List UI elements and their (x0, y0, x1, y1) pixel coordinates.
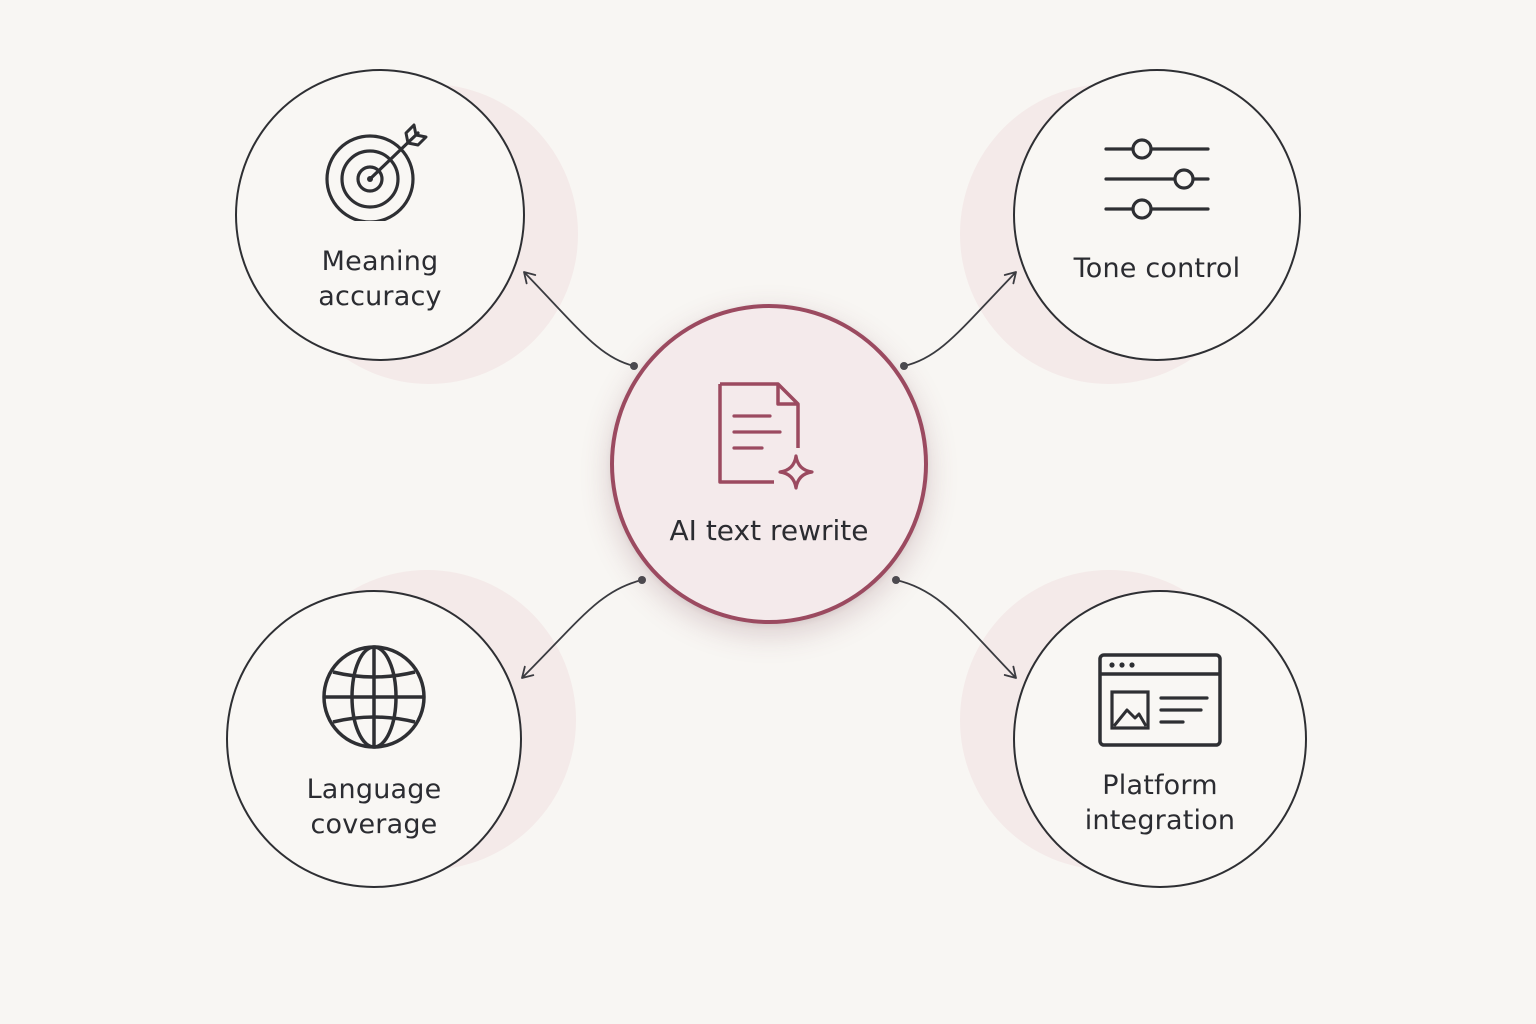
connector-dot-meaning (630, 362, 638, 370)
label-line-2: integration (1084, 805, 1236, 836)
globe-icon (322, 645, 426, 749)
label-line-1: Meaning (321, 246, 439, 277)
label-line-1: Platform (1102, 770, 1218, 801)
connector-dot-language (638, 576, 646, 584)
node-platform-integration: Platform integration (1013, 590, 1307, 888)
connector-dot-tone (900, 362, 908, 370)
connector-dot-platform (892, 576, 900, 584)
node-label-meaning: Meaning accuracy (237, 244, 523, 314)
label-line-2: coverage (310, 809, 438, 840)
label-line-1: Language (306, 774, 442, 805)
node-label-tone: Tone control (1073, 253, 1241, 284)
node-label-language: Language coverage (228, 772, 520, 842)
center-node-ai-text-rewrite: AI text rewrite (610, 304, 928, 624)
node-label-platform: Platform integration (1015, 768, 1305, 838)
node-language-coverage: Language coverage (226, 590, 522, 888)
label-line-2: accuracy (318, 281, 442, 312)
node-tone-control: Tone control (1013, 69, 1301, 361)
document-sparkle-icon (718, 382, 814, 490)
browser-window-icon (1098, 653, 1222, 747)
node-meaning-accuracy: Meaning accuracy (235, 69, 525, 361)
target-arrow-icon (325, 123, 428, 221)
center-label: AI text rewrite (669, 514, 869, 547)
sliders-icon (1104, 138, 1210, 220)
